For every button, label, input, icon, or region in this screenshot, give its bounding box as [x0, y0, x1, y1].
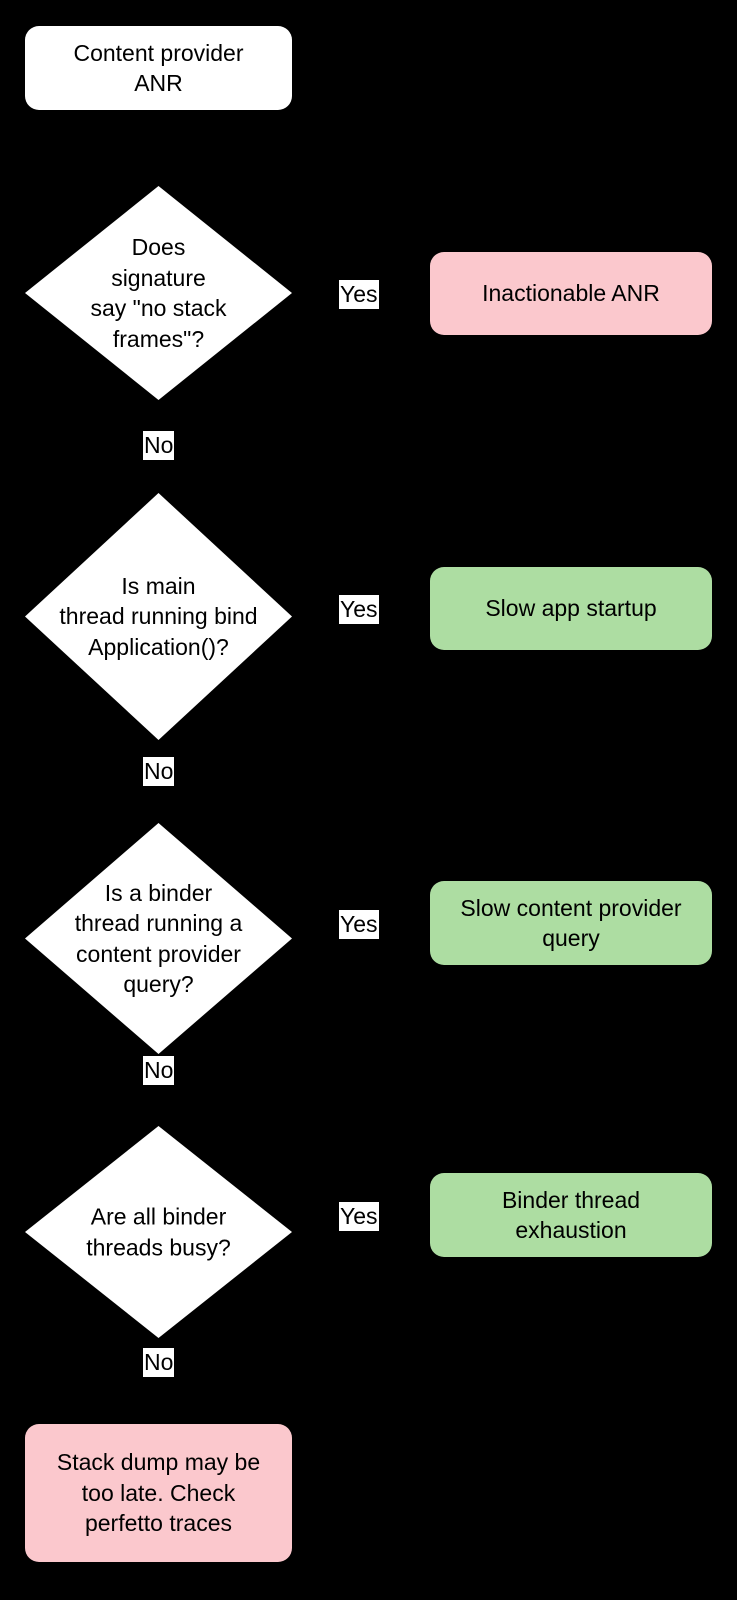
edge-label-yes-3: Yes [339, 910, 379, 940]
edge-label-yes-1: Yes [339, 280, 379, 310]
connector-decision4-to-final [157, 1338, 159, 1424]
connector-decision3-to-decision4 [157, 1054, 159, 1126]
edge-label-no-3: No [143, 1056, 175, 1086]
node-decision-no-stack-frames[interactable]: Does signature say "no stack frames"? [25, 186, 292, 400]
edge-label-no-1: No [143, 431, 175, 461]
node-decision-binder-thread-content-provider-query[interactable]: Is a binder thread running a content pro… [25, 823, 292, 1054]
edge-label-no-4: No [143, 1348, 175, 1378]
diamond-shape [25, 823, 292, 1054]
diamond-shape [25, 1126, 292, 1338]
diamond-shape [25, 493, 292, 740]
edge-label-no-2: No [143, 757, 175, 787]
node-outcome-inactionable-anr[interactable]: Inactionable ANR [430, 252, 712, 335]
node-decision-main-thread-bind-application[interactable]: Is main thread running bind Application(… [25, 493, 292, 740]
edge-label-yes-2: Yes [339, 595, 379, 625]
node-final-check-perfetto-traces[interactable]: Stack dump may be too late. Check perfet… [25, 1424, 292, 1562]
edge-label-yes-4: Yes [339, 1202, 379, 1232]
node-outcome-binder-thread-exhaustion[interactable]: Binder thread exhaustion [430, 1173, 712, 1257]
node-outcome-slow-content-provider-query[interactable]: Slow content provider query [430, 881, 712, 965]
node-start-content-provider-anr[interactable]: Content provider ANR [25, 26, 292, 110]
node-outcome-slow-app-startup[interactable]: Slow app startup [430, 567, 712, 650]
node-decision-all-binder-threads-busy[interactable]: Are all binder threads busy? [25, 1126, 292, 1338]
connector-start-to-decision1 [157, 110, 159, 186]
diamond-shape [25, 186, 292, 400]
